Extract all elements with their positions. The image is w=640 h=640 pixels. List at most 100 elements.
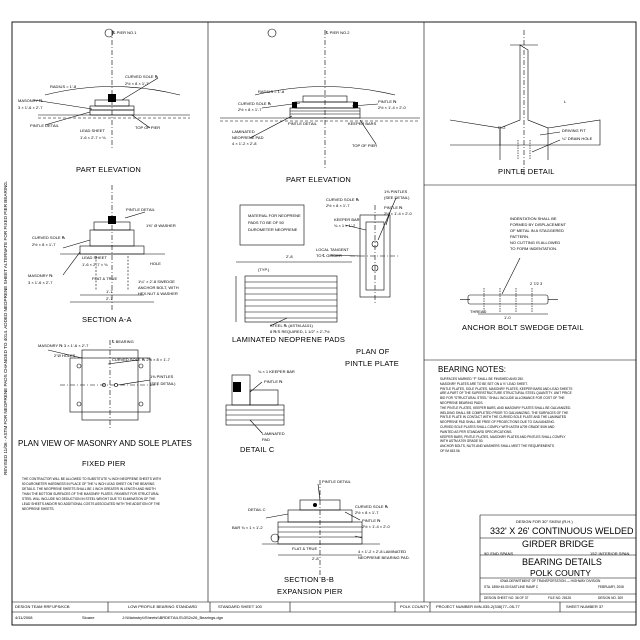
- footer-design-team: DESIGN TEAM RRF/JPS/KCB: [15, 604, 70, 609]
- dc-keeper-bar: ¾ × 1 KEEPER BAR: [258, 369, 295, 374]
- plan-masonry: MASONRY ℞ 3 × 1'-6 × 2'-7: [38, 343, 89, 348]
- pad-steel-2: 8 ℞'S REQUIRED, 1 1/2" × 2'-7½: [270, 329, 330, 334]
- aa-washer: 1⅝" Ø WASHER: [146, 223, 176, 228]
- aa-anchor-bolt-2: ANCHOR BOLT, WITH: [138, 285, 179, 290]
- bb-pintle-size: 2½ × 1'-4 × 2'-0: [362, 524, 390, 529]
- pe2-pintle-detail: PINTLE DETAIL: [288, 121, 317, 126]
- plan-view-subtitle: FIXED PIER: [82, 459, 126, 468]
- pad-typ: (TYP.): [258, 267, 270, 272]
- pe2-laminated-2: NEOPRENE PAD: [232, 135, 264, 140]
- bearing-notes-body: SURFACES MARKED "F" SHALL BE FINISHED AN…: [440, 377, 632, 455]
- plan-note-line: 50 DUROMETER HARDNESS IN PLACE OF THE ⅛ …: [22, 482, 155, 486]
- pp-pintle-size: 2½ × 1'-4 × 2'-0: [384, 211, 412, 216]
- tb-design-for: DESIGN FOR 30° SKEW (R.H.): [516, 519, 573, 524]
- ab-note-3: OF METAL IN A STAGGERED: [510, 228, 564, 233]
- plan-view-note: THE CONTRACTOR WILL BE ALLOWED TO SUBSTI…: [22, 477, 204, 513]
- footer-project: PROJECT NUMBER IMN-035-2(336)77--05-77: [436, 604, 520, 609]
- lead-sheet-label: LEAD SHEET: [80, 128, 105, 133]
- pe2-keeper-bars: KEEPER BARS: [348, 121, 377, 126]
- plan-note-line: STEEL WILL INCLUDE NO DEDUCTION IN STEEL…: [22, 497, 156, 501]
- aa-anchor-bolt-3: HEX.NUT & WASHER: [138, 291, 178, 296]
- bearing-note-line: SURFACES MARKED "F" SHALL BE FINISHED AN…: [440, 377, 524, 381]
- tb-spans-left: 90' END SPANS: [484, 551, 514, 556]
- pe2-curved-sole-size: 2½ × 8 × 1'-7: [238, 107, 262, 112]
- footer-sheet-number: SHEET NUMBER 37: [566, 604, 604, 609]
- plan-view-title: PLAN VIEW OF MASONRY AND SOLE PLATES: [18, 439, 192, 448]
- footer-std-sheet: STANDARD SHEET 100: [218, 604, 262, 609]
- tb-date: FEBRUARY, 2008: [598, 585, 624, 589]
- pp-keeper-bar: KEEPER BAR: [334, 217, 360, 222]
- plan-see-detail: (SEE DETAIL): [150, 381, 176, 386]
- pe2-pintle-size: 2½ × 1'-4 × 2'-0: [378, 105, 406, 110]
- aa-curved-sole-size: 2½ × 8 × 1'-7: [32, 242, 56, 247]
- pd-drain-hole: ¼" DRAIN HOLE: [562, 136, 593, 141]
- ab-dims-b: 1'-0: [504, 315, 511, 320]
- pe2-pintle: PINTLE ℞: [378, 99, 397, 104]
- aa-lead-sheet-size: 1'-6 × 2'-7 × ⅛: [82, 262, 108, 267]
- anchor-bolt-title: ANCHOR BOLT SWEDGE DETAIL: [462, 323, 584, 332]
- pp-curved-sole-size: 2½ × 8 × 1'-7: [326, 203, 350, 208]
- tb-line1: 332' X 26' CONTINUOUS WELDED: [490, 526, 634, 536]
- bearing-note-line: PINTLE PLATE IN CONTACT WITH THE CURVED …: [440, 415, 567, 420]
- ab-thread: THREAD: [470, 309, 487, 314]
- aa-pintle-detail: PINTLE DETAIL: [126, 207, 155, 212]
- bb-pintle: PINTLE ℞: [362, 518, 381, 523]
- ab-note-2: FORMED BY DISPLACEMENT: [510, 222, 566, 227]
- footer-county: POLK COUNTY: [400, 604, 429, 609]
- aa-dim-a: 1'-7: [106, 289, 113, 294]
- ab-note-5: NO CUTTING IS ALLOWED: [510, 240, 561, 245]
- pad-dim-top: 2'-8: [286, 254, 293, 259]
- aa-dim-b: 2'-7: [106, 296, 113, 301]
- plan-pintle-title: PLAN OF: [356, 347, 390, 356]
- footer-path: J:\\Mainstrp\\Sheets\\BRDETAILS\\3S2x26_…: [122, 615, 224, 620]
- part-elevation-1-title: PART ELEVATION: [76, 165, 142, 174]
- material-note-1: MATERIAL FOR NEOPRENE: [248, 213, 301, 218]
- bb-detail-c: DETAIL C: [248, 507, 266, 512]
- detail-c-title: DETAIL C: [240, 445, 275, 454]
- pp-to-girder: TO ℄ GIRDER: [316, 253, 342, 258]
- tb-dept: IOWA DEPARTMENT OF TRANSPORTATION — HIGH…: [500, 579, 601, 583]
- ab-dims: 2 7/2 3: [530, 281, 543, 286]
- part-elevation-2-title: PART ELEVATION: [286, 175, 352, 184]
- pp-pintle: PINTLE ℞: [384, 205, 403, 210]
- bearing-note-line: PAINTED AS PER STANDARD SPECIFICATIONS.: [440, 429, 513, 434]
- bearing-note-line: WELDING SHALL BE COMPLETED PRIOR TO GALV…: [440, 410, 569, 415]
- pe2-laminated-size: 4 × 1'-2 × 2'-8: [232, 141, 257, 146]
- dc-laminated: LAMINATED: [262, 431, 285, 436]
- tb-spans-right: 152' INTERIOR SPAN: [590, 551, 630, 556]
- tb-sta: STA. 1896+45.00 EASTLINE RAMP C: [484, 585, 539, 589]
- pintle-detail-title: PINTLE DETAIL: [498, 167, 555, 176]
- bearing-note-line: WITH ASTM A709 GRADE 50.: [440, 439, 484, 444]
- pe2-laminated: LAMINATED: [232, 129, 255, 134]
- plan-note-line: DETAILS. THE NEOPRENE SHEETS SHALL BE 1 …: [22, 487, 156, 491]
- plan-curved-sole: CURVED SOLE ℞ 2½ × 8 × 1'-7: [112, 357, 170, 362]
- aa-flat-true: FLAT & TRUE: [92, 276, 118, 281]
- ab-note-4: PATTERN.: [510, 234, 530, 239]
- footer-user: Sloane: [82, 615, 95, 620]
- bb-pintle-detail: PINTLE DETAIL: [322, 479, 351, 484]
- ab-note-6: TO FORM INDENTATION.: [510, 246, 558, 251]
- pier-no1-label: ℄ PIER NO.1: [113, 30, 137, 35]
- bearing-note-line: ARE A PART OF THE SUPERSTRUCTURE STRUCTU…: [440, 391, 572, 396]
- section-bb-subtitle: EXPANSION PIER: [277, 587, 343, 596]
- pp-local-tangent: LOCAL TANGENT: [316, 247, 349, 252]
- top-of-pier-label: TOP OF PIER: [135, 125, 161, 130]
- bearing-note-line: THE PINTLE PLATES, KEEPER BARS, AND MASO…: [440, 405, 572, 410]
- masonry-label: MASONRY ℞: [18, 98, 43, 103]
- radius-label: RADIUS = 1'-8: [50, 84, 77, 89]
- aa-lead-sheet: LEAD SHEET: [82, 255, 107, 260]
- bb-curved-sole-size: 2½ × 8 × 1'-7: [355, 510, 379, 515]
- bearing-note-line: OF IM 453.06.: [440, 448, 461, 453]
- aa-hole: HOLE: [150, 261, 161, 266]
- bb-laminated-2: NEOPRENE BEARING PAD.: [358, 555, 410, 560]
- pier-no2-label: ℄ PIER NO.2: [326, 30, 350, 35]
- pe2-top-of-pier: TOP OF PIER: [352, 143, 378, 148]
- ab-note-1: INDENTATION SHALL BE: [510, 216, 557, 221]
- tb-design-no: DESIGN NO. 309: [598, 596, 623, 600]
- plan-note-line: THE CONTRACTOR WILL BE ALLOWED TO SUBSTI…: [22, 477, 161, 481]
- material-note-3: DUROMETER NEOPRENE: [248, 227, 298, 232]
- bb-flat-true: FLAT & TRUE: [292, 546, 318, 551]
- pp-curved-sole: CURVED SOLE ℞: [326, 197, 360, 202]
